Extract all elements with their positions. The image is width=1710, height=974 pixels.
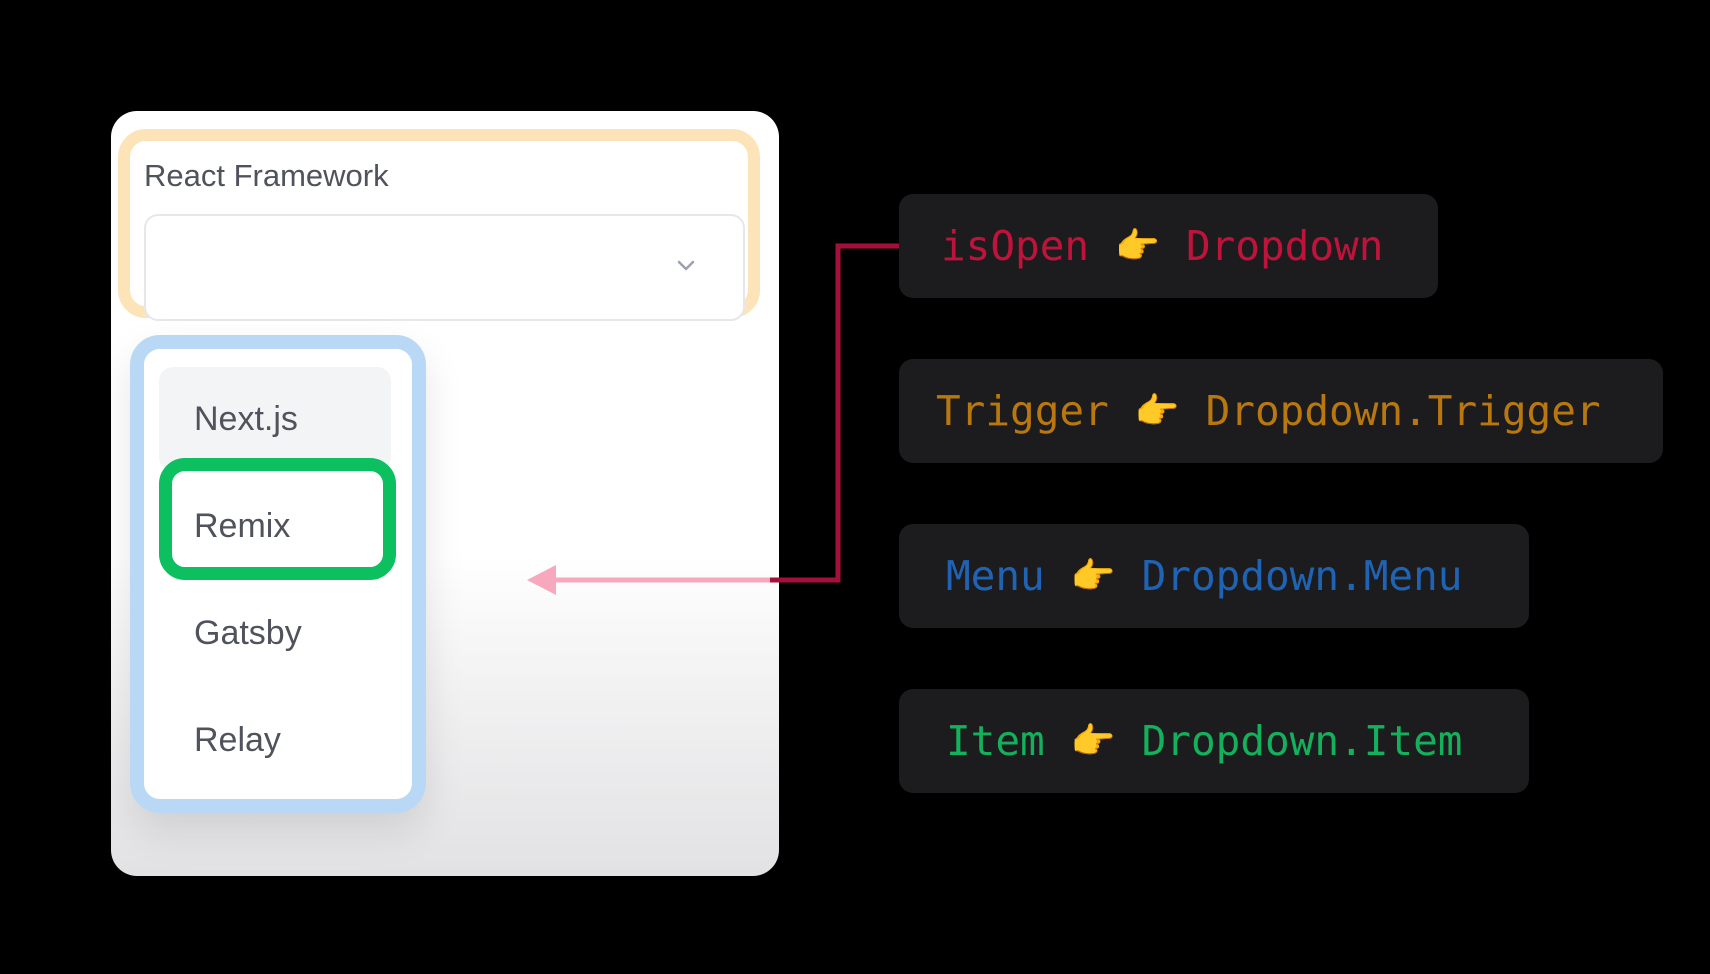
connector-line (560, 243, 900, 583)
framework-select[interactable] (144, 214, 745, 321)
mapping-left-text: Item (946, 717, 1045, 765)
pointing-hand-icon: 👉 (1115, 226, 1160, 267)
field-label: React Framework (144, 158, 389, 193)
menu-item-nextjs[interactable]: Next.js (159, 367, 391, 471)
dropdown-demo-panel: React Framework Next.js Remix Gatsby Rel… (111, 111, 779, 876)
chevron-down-icon (677, 260, 695, 271)
mapping-right-text: Dropdown.Item (1141, 717, 1463, 765)
mapping-right-text: Dropdown.Trigger (1205, 387, 1601, 435)
menu-item-relay[interactable]: Relay (194, 721, 281, 759)
mapping-trigger: Trigger 👉 Dropdown.Trigger (899, 359, 1663, 463)
mapping-isopen: isOpen 👉 Dropdown (899, 194, 1438, 298)
mapping-right-text: Dropdown.Menu (1141, 552, 1463, 600)
menu-highlight-outline (130, 335, 426, 813)
mapping-left-text: Menu (946, 552, 1045, 600)
mapping-item: Item 👉 Dropdown.Item (899, 689, 1529, 793)
pointing-hand-icon: 👉 (1070, 556, 1116, 597)
pointing-hand-icon: 👉 (1134, 391, 1180, 432)
menu-item-remix[interactable]: Remix (194, 507, 291, 545)
item-highlight-outline (159, 458, 396, 580)
mapping-left-text: isOpen (941, 222, 1090, 270)
mapping-right-text: Dropdown (1185, 222, 1384, 270)
arrow-head-icon (527, 565, 556, 595)
mapping-menu: Menu 👉 Dropdown.Menu (899, 524, 1529, 628)
mapping-left-text: Trigger (936, 387, 1109, 435)
menu-item-gatsby[interactable]: Gatsby (194, 614, 302, 652)
pointing-hand-icon: 👉 (1070, 721, 1116, 762)
